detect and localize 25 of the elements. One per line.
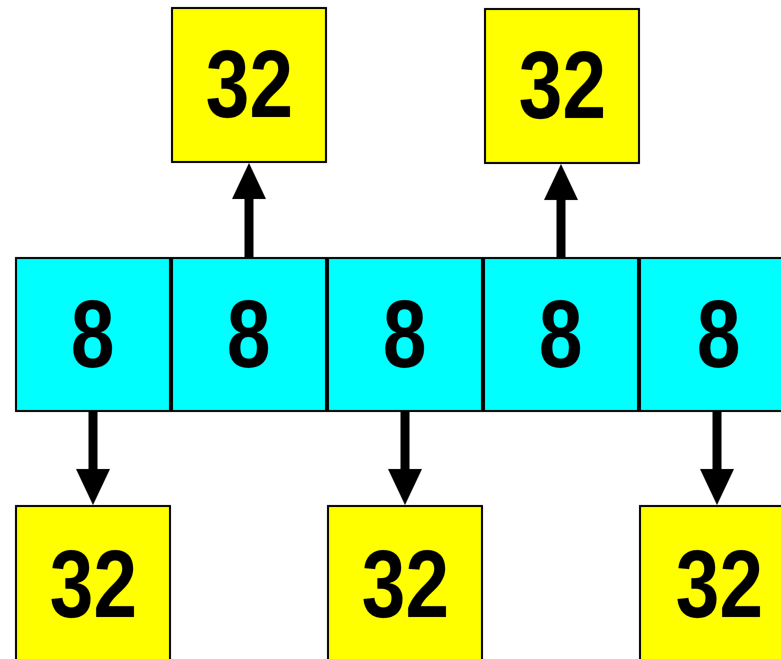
size-label: 32 <box>518 38 606 134</box>
size-label: 32 <box>49 537 137 633</box>
arrow <box>700 412 734 505</box>
word-box <box>171 7 327 163</box>
size-label: 32 <box>675 537 763 633</box>
size-label: 8 <box>539 286 583 382</box>
byte-cell <box>327 257 483 412</box>
size-label: 8 <box>383 286 427 382</box>
byte-cell <box>639 257 781 412</box>
word-box <box>484 8 640 164</box>
byte-cell <box>15 257 171 412</box>
size-label: 32 <box>205 37 293 133</box>
arrow <box>388 412 422 505</box>
byte-cell <box>483 257 639 412</box>
arrow <box>232 163 266 257</box>
size-label: 32 <box>361 537 449 633</box>
size-label: 8 <box>71 286 115 382</box>
size-label: 8 <box>697 286 741 382</box>
word-box <box>327 505 483 659</box>
word-box <box>639 505 781 659</box>
arrow <box>76 412 110 505</box>
arrow <box>544 164 578 257</box>
word-box <box>15 505 171 659</box>
byte-cell <box>171 257 327 412</box>
size-label: 8 <box>227 286 271 382</box>
